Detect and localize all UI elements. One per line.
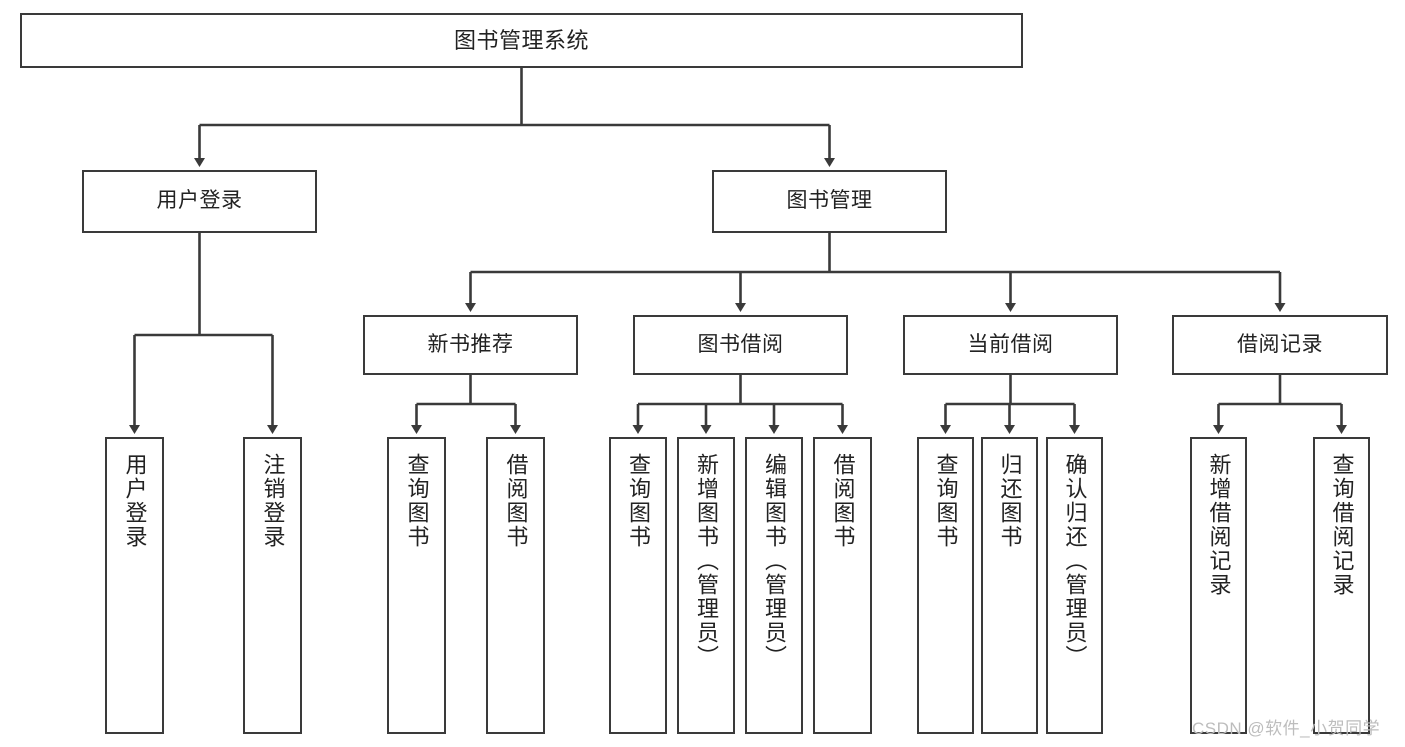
node-label: 图书管理 — [786, 189, 873, 213]
node-borrow: 图书借阅 — [633, 315, 848, 375]
node-records-1: 新增借阅记录 — [1190, 437, 1247, 734]
node-label: 当前借阅 — [967, 332, 1054, 356]
node-current: 当前借阅 — [903, 315, 1118, 375]
node-label: 查询借阅记录 — [1329, 453, 1355, 597]
node-records-2: 查询借阅记录 — [1313, 437, 1370, 734]
node-login: 用户登录 — [82, 170, 317, 233]
node-label: 归还图书 — [997, 453, 1023, 549]
node-label: 借阅记录 — [1237, 332, 1323, 356]
node-current-3: 确认归还（管理员） — [1046, 437, 1103, 734]
node-label: 新增借阅记录 — [1206, 453, 1232, 597]
node-borrow-4: 借阅图书 — [813, 437, 872, 734]
node-label: 用户登录 — [122, 453, 148, 549]
node-root: 图书管理系统 — [20, 13, 1023, 68]
node-login-1: 用户登录 — [105, 437, 164, 734]
node-bookmgmt: 图书管理 — [712, 170, 947, 233]
node-borrow-1: 查询图书 — [609, 437, 667, 734]
node-borrow-3: 编辑图书（管理员） — [745, 437, 803, 734]
node-newbook-2: 借阅图书 — [486, 437, 545, 734]
node-label: 用户登录 — [156, 189, 243, 213]
node-label: 查询图书 — [933, 453, 959, 549]
node-newbook: 新书推荐 — [363, 315, 578, 375]
node-label: 查询图书 — [626, 453, 651, 549]
node-current-1: 查询图书 — [917, 437, 974, 734]
node-label: 借阅图书 — [830, 453, 856, 549]
node-newbook-1: 查询图书 — [387, 437, 446, 734]
node-borrow-2: 新增图书（管理员） — [677, 437, 735, 734]
node-label: 查询图书 — [404, 453, 430, 549]
node-label: 借阅图书 — [503, 453, 529, 549]
node-label: 确认归还（管理员） — [1062, 453, 1088, 669]
node-label: 编辑图书（管理员） — [762, 453, 787, 669]
node-label: 新书推荐 — [427, 332, 514, 356]
node-label: 图书借阅 — [697, 332, 784, 356]
node-login-2: 注销登录 — [243, 437, 302, 734]
node-records: 借阅记录 — [1172, 315, 1388, 375]
node-current-2: 归还图书 — [981, 437, 1038, 734]
node-label: 图书管理系统 — [453, 27, 589, 53]
node-label: 新增图书（管理员） — [694, 453, 719, 669]
node-label: 注销登录 — [260, 453, 286, 549]
